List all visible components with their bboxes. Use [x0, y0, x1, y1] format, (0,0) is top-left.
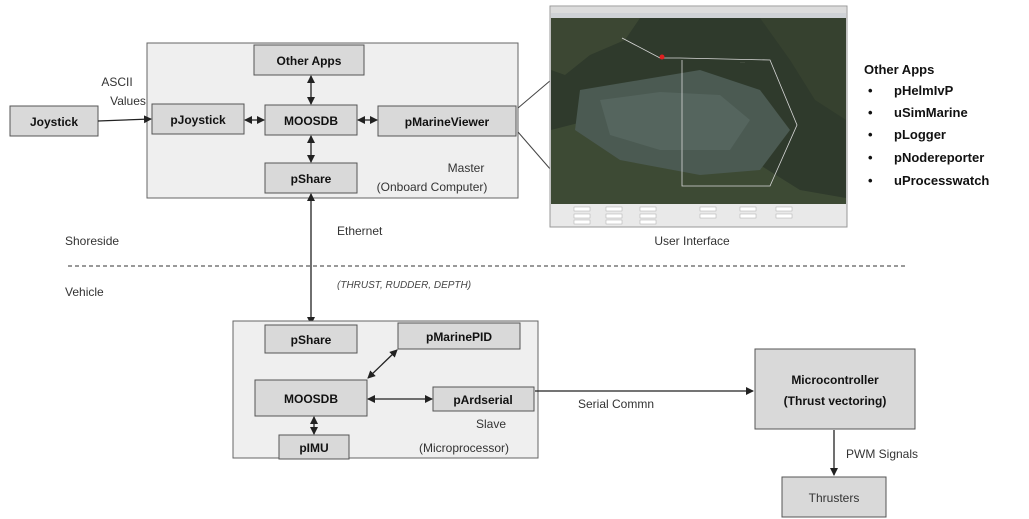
master-label: Master — [448, 161, 485, 175]
other-apps-item: uProcesswatch — [894, 173, 989, 188]
other-apps-item: uSimMarine — [894, 105, 968, 120]
user-interface-label: User Interface — [654, 234, 730, 248]
other-apps-bullet: • — [868, 105, 873, 120]
ethernet-label: Ethernet — [337, 224, 383, 238]
pshare-slave-box — [264, 324, 358, 354]
pmarineviewer-box — [377, 105, 517, 137]
other-apps-bullet: • — [868, 127, 873, 142]
joystick-box — [9, 105, 99, 137]
serial-commn-label: Serial Commn — [578, 397, 654, 411]
other-apps-box — [253, 44, 365, 76]
pmarinepid-label: pMarinePID — [426, 330, 492, 344]
arrow-moosdb-pmarinepid — [367, 349, 398, 379]
protocol-variables-label: (THRUST, RUDDER, DEPTH) — [337, 280, 471, 291]
moosdb-slave-label: MOOSDB — [284, 392, 338, 406]
other-apps-list: • pHelmIvP • uSimMarine • pLogger • pNod… — [868, 83, 989, 188]
slave-label: Slave — [476, 417, 506, 431]
svg-text:·····: ····· — [740, 60, 745, 64]
other-apps-bullet: • — [868, 173, 873, 188]
pshare-master-label: pShare — [291, 172, 332, 186]
viewer-callout-line-bottom — [517, 131, 552, 171]
pjoystick-label: pJoystick — [170, 113, 226, 127]
other-apps-list-title: Other Apps — [864, 62, 934, 77]
other-apps-item: pNodereporter — [894, 150, 984, 165]
pimu-box — [278, 434, 350, 460]
other-apps-bullet: • — [868, 150, 873, 165]
user-interface-screenshot: ····· — [549, 5, 848, 228]
vehicle-region-label: Vehicle — [65, 285, 104, 299]
shoreside-region-label: Shoreside — [65, 234, 119, 248]
other-apps-item: pLogger — [894, 127, 946, 142]
thrust-vectoring-label: (Thrust vectoring) — [784, 394, 887, 408]
microcontroller-box — [754, 348, 916, 430]
moosdb-master-label: MOOSDB — [284, 114, 338, 128]
joystick-label: Joystick — [30, 115, 78, 129]
pardserial-box — [432, 386, 535, 412]
thrusters-label: Thrusters — [809, 491, 860, 505]
viewer-callout-line-top — [517, 79, 552, 109]
pmarinepid-box — [397, 322, 521, 350]
moosdb-slave-box — [254, 379, 368, 417]
pmarineviewer-label: pMarineViewer — [405, 115, 490, 129]
pwm-signals-label: PWM Signals — [846, 447, 918, 461]
values-label: Values — [110, 94, 146, 108]
pshare-slave-label: pShare — [291, 333, 332, 347]
microprocessor-label: (Microprocessor) — [419, 441, 509, 455]
other-apps-item: pHelmIvP — [894, 83, 954, 98]
other-apps-label: Other Apps — [277, 54, 342, 68]
microcontroller-label: Microcontroller — [791, 373, 879, 387]
thrusters-box — [781, 476, 887, 518]
other-apps-bullet: • — [868, 83, 873, 98]
ascii-label: ASCII — [101, 75, 132, 89]
arrow-joystick-to-pjoystick — [97, 115, 152, 124]
pardserial-label: pArdserial — [453, 393, 512, 407]
pimu-label: pIMU — [299, 441, 328, 455]
onboard-computer-label: (Onboard Computer) — [377, 180, 488, 194]
